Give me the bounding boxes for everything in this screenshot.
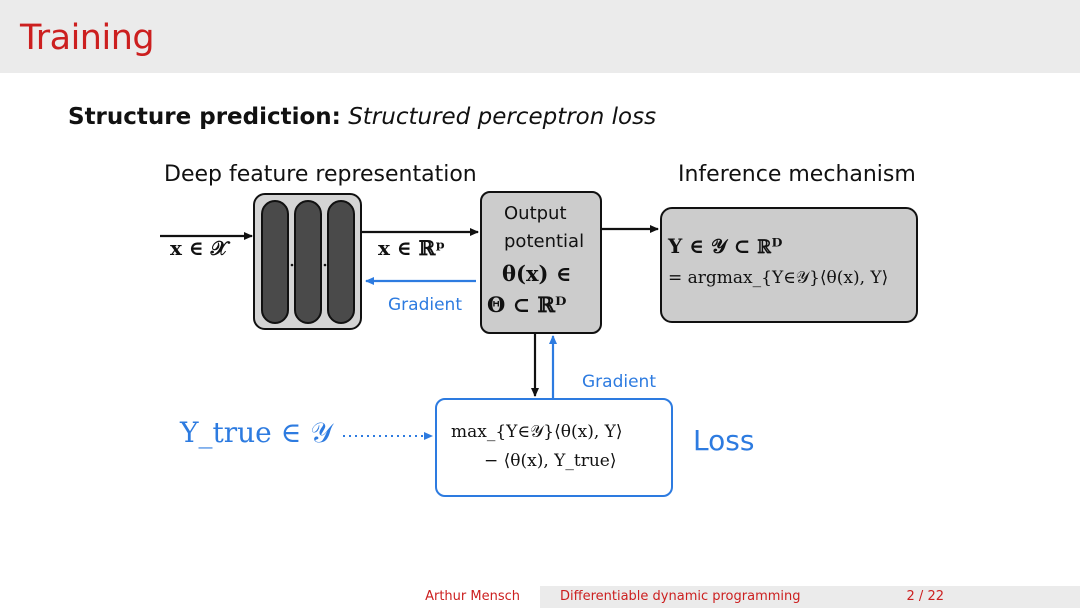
- footer-talk-segment: Differentiable dynamic programming 2 / 2…: [540, 586, 1080, 608]
- loss-box-line1: max_{Y∈𝒴}⟨θ(x), Y⟩: [451, 422, 623, 442]
- footer-talk-title: Differentiable dynamic programming: [560, 589, 801, 604]
- slide-title: Training: [20, 18, 155, 58]
- network-layer-3: [327, 200, 355, 324]
- inference-box-line2: = argmax_{Y∈𝒴}⟨θ(x), Y⟩: [668, 268, 889, 288]
- output-potential-box: [480, 191, 602, 334]
- inference-box: [660, 207, 918, 323]
- network-dot-2: [323, 263, 327, 267]
- ytrue-label: Y_true ∈ 𝒴: [180, 416, 333, 449]
- input-label: x ∈ 𝒳: [170, 236, 228, 260]
- output-box-line2: potential: [504, 231, 585, 252]
- footer: Arthur Mensch Differentiable dynamic pro…: [0, 586, 1080, 608]
- inference-label: Inference mechanism: [678, 162, 916, 187]
- output-box-line1: Output: [504, 203, 567, 224]
- loss-label: Loss: [693, 424, 755, 457]
- network-dot-1: [290, 263, 294, 267]
- deep-feature-label: Deep feature representation: [164, 162, 477, 187]
- gradient-label-bottom: Gradient: [582, 372, 656, 392]
- inference-box-line1: Y ∈ 𝒴 ⊂ ℝᴰ: [668, 234, 783, 258]
- gradient-label-top: Gradient: [388, 295, 462, 315]
- footer-page-number: 2 / 22: [906, 589, 944, 604]
- network-layer-1: [261, 200, 289, 324]
- subtitle-bold: Structure prediction:: [68, 104, 341, 130]
- output-box-line3: θ(x) ∈: [502, 261, 572, 286]
- feature-label: x ∈ ℝᵖ: [378, 236, 446, 260]
- footer-author: Arthur Mensch: [425, 589, 520, 604]
- network-layer-2: [294, 200, 322, 324]
- slide-subtitle: Structure prediction: Structured percept…: [68, 104, 656, 130]
- loss-box-line2: − ⟨θ(x), Y_true⟩: [484, 451, 617, 471]
- footer-author-segment: Arthur Mensch: [0, 586, 540, 608]
- title-bar: Training: [0, 0, 1080, 73]
- output-box-line4: Θ ⊂ ℝᴰ: [487, 292, 567, 317]
- loss-box: [435, 398, 673, 497]
- subtitle-italic: Structured perceptron loss: [348, 104, 657, 130]
